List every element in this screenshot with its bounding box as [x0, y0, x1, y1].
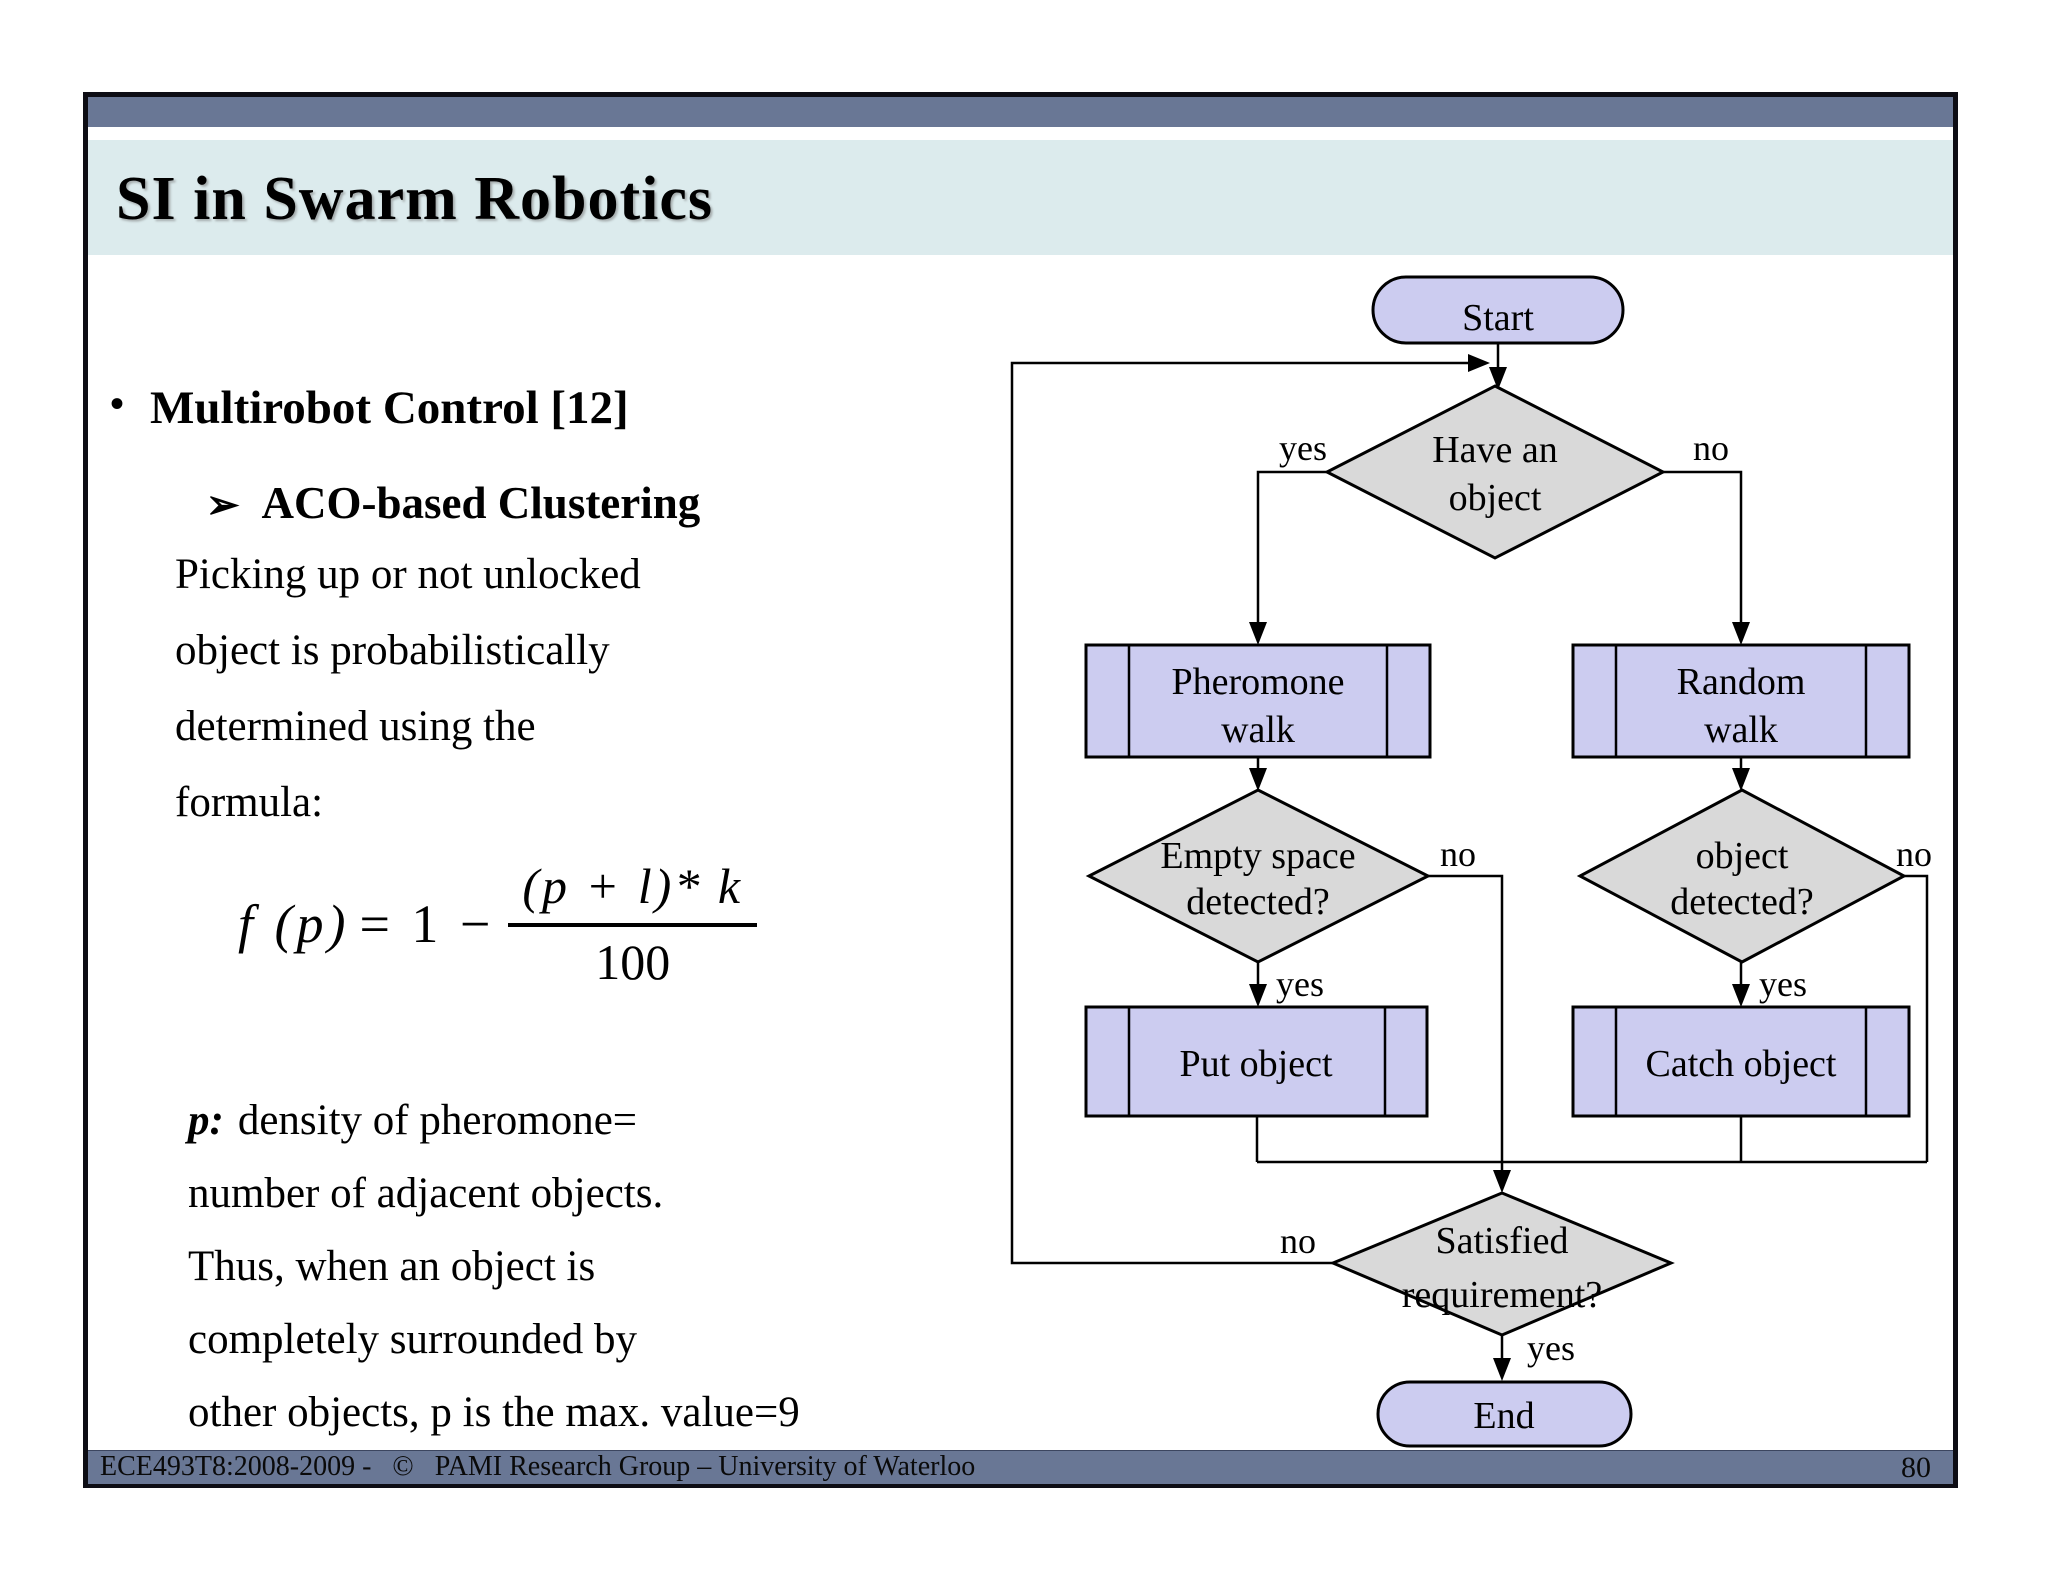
paragraph-line: formula: [175, 779, 324, 826]
paragraph-line-text: density of pheromone= [237, 1097, 638, 1144]
have-object-no-label: no [1693, 428, 1729, 468]
arrowhead-down-icon [1732, 768, 1750, 791]
heading-text: Multirobot Control [12] [150, 382, 629, 434]
paragraph-line: number of adjacent objects. [188, 1170, 664, 1217]
object-detected-no-label: no [1896, 834, 1932, 874]
object-detected-label-line2: detected? [1670, 881, 1813, 923]
edge-empty-no-to-satisfied [1428, 874, 1504, 1181]
top-accent-bar [88, 97, 1953, 127]
slide-title: SI in Swarm Robotics [116, 165, 714, 233]
have-object-label-line1: Have an [1432, 429, 1558, 471]
empty-space-label-line1: Empty space [1160, 835, 1355, 877]
edge-have-object-yes [1256, 470, 1327, 633]
subheading-text: ACO-based Clustering [261, 478, 701, 528]
slide-frame: SI in Swarm Robotics • Multirobot Control… [83, 92, 1958, 1488]
random-walk-label-line1: Random [1677, 661, 1806, 703]
probability-formula: f (p) = 1 − (p + l)* k 100 [238, 857, 758, 991]
arrowhead-bullet-icon: ➢ [206, 482, 240, 527]
title-band: SI in Swarm Robotics [88, 140, 1953, 255]
empty-space-decision [1085, 788, 1432, 964]
formula-denominator: 100 [595, 934, 671, 990]
arrowhead-down-icon [1732, 984, 1750, 1007]
empty-space-yes-label: yes [1276, 964, 1324, 1004]
paragraph-formula-intro: Picking up or not unlocked object is pro… [175, 537, 641, 841]
edge-object-no-to-merge [1904, 874, 1929, 1162]
heading-multirobot-control: • Multirobot Control [12] [110, 380, 629, 435]
arrowhead-down-icon [1732, 622, 1750, 645]
random-walk-node [1571, 643, 1911, 759]
formula-numerator: (p + l)* k [508, 857, 758, 927]
paragraph-line: p: density of pheromone= [188, 1084, 800, 1157]
catch-object-label: Catch object [1646, 1043, 1837, 1085]
arrowhead-down-icon [1489, 367, 1507, 390]
empty-space-label-line2: detected? [1186, 881, 1329, 923]
paragraph-line: Picking up or not unlocked [175, 551, 641, 598]
pheromone-walk-label-line1: Pheromone [1171, 661, 1344, 703]
pheromone-walk-node [1084, 643, 1432, 759]
formula-fraction: (p + l)* k 100 [508, 857, 758, 991]
slide-number: 80 [1901, 1451, 1931, 1484]
start-node [1371, 275, 1625, 345]
end-node-label: End [1473, 1395, 1534, 1437]
satisfied-no-label: no [1280, 1221, 1316, 1261]
empty-space-no-label: no [1440, 834, 1476, 874]
put-object-node [1084, 1005, 1429, 1118]
paragraph-line: object is probabilistically [175, 627, 610, 674]
object-detected-label-line1: object [1696, 835, 1789, 877]
satisfied-requirement-decision [1329, 1191, 1675, 1337]
arrowhead-down-icon [1493, 1170, 1511, 1193]
paragraph-pheromone-density: p: density of pheromone= number of adjace… [188, 1084, 800, 1449]
paragraph-line: other objects, p is the max. value=9 [188, 1389, 800, 1436]
p-variable-label: p: [188, 1097, 224, 1144]
have-object-decision [1323, 384, 1667, 560]
random-walk-label-line2: walk [1704, 709, 1778, 751]
subheading-aco-clustering: ➢ ACO-based Clustering [206, 477, 700, 529]
paragraph-line: completely surrounded by [188, 1316, 638, 1363]
satisfied-label-line2: requirement? [1402, 1274, 1602, 1316]
have-object-yes-label: yes [1279, 428, 1327, 468]
formula-lhs: f (p) [238, 894, 350, 954]
pheromone-walk-label-line2: walk [1221, 709, 1295, 751]
object-detected-decision [1576, 788, 1908, 964]
put-object-label: Put object [1179, 1043, 1332, 1085]
satisfied-yes-label: yes [1527, 1328, 1575, 1368]
arrowhead-right-icon [1468, 354, 1490, 372]
paragraph-line: determined using the [175, 703, 536, 750]
bullet-icon: • [110, 381, 125, 426]
end-node [1376, 1380, 1633, 1448]
arrowhead-down-icon [1249, 622, 1267, 645]
catch-object-node [1571, 1005, 1911, 1118]
paragraph-line: Thus, when an object is [188, 1243, 596, 1290]
arrowhead-down-icon [1493, 1358, 1511, 1381]
footer-credits: ECE493T8:2008-2009 - © PAMI Research Gro… [100, 1451, 976, 1482]
arrowhead-down-icon [1249, 768, 1267, 791]
edge-satisfied-no-loop [1010, 361, 1472, 1265]
start-node-label: Start [1462, 297, 1534, 339]
object-detected-yes-label: yes [1759, 964, 1807, 1004]
have-object-label-line2: object [1449, 477, 1542, 519]
arrowhead-down-icon [1249, 984, 1267, 1007]
edge-merge-line [1255, 1116, 1927, 1164]
footer-bar: ECE493T8:2008-2009 - © PAMI Research Gro… [88, 1450, 1953, 1484]
satisfied-label-line1: Satisfied [1436, 1220, 1569, 1262]
formula-equals: = 1 − [359, 894, 495, 954]
edge-have-object-no [1663, 470, 1743, 633]
